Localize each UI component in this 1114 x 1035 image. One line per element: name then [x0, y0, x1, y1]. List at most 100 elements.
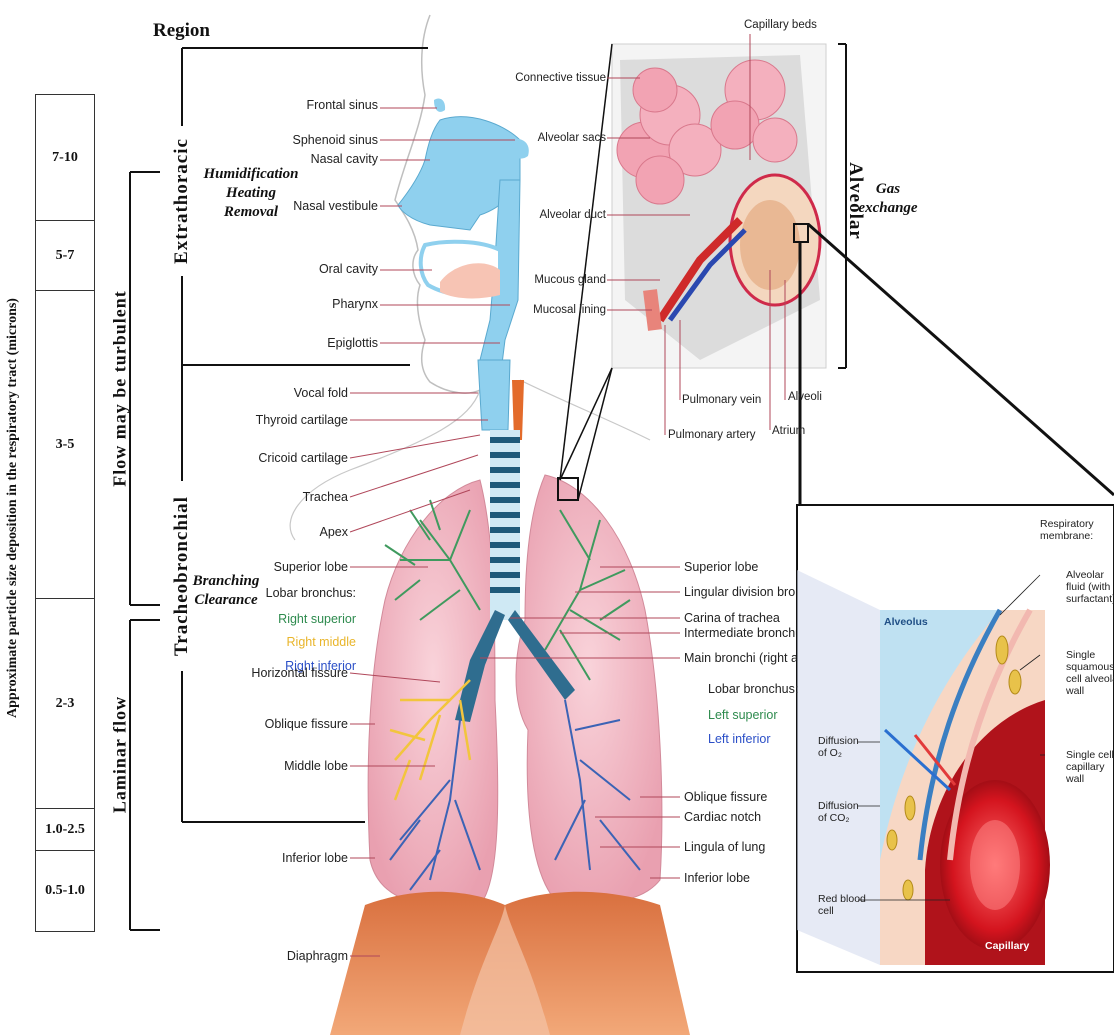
- function-branching: Branching: [186, 572, 266, 591]
- function-gas: Gas: [858, 180, 918, 199]
- label-nasal-vestibule: Nasal vestibule: [293, 199, 378, 213]
- alveolar-fluid-line-1: Alveolar: [1066, 569, 1114, 581]
- label-trachea: Trachea: [303, 490, 348, 504]
- label-apex: Apex: [320, 525, 349, 539]
- size-box-0.5-1: 0.5-1.0: [35, 850, 95, 932]
- capillary-wall-line-3: wall: [1066, 773, 1114, 785]
- label-capillary: Capillary: [985, 940, 1029, 952]
- size-box-3-5: 3-5: [35, 290, 95, 599]
- flow-laminar-label: Laminar flow: [110, 675, 131, 835]
- label-squamous-wall: Single squamous cell alveola wall: [1066, 649, 1114, 697]
- shoulder-outline: [520, 380, 650, 440]
- function-humidification: Humidification: [196, 165, 306, 184]
- label-thyroid-cartilage: Thyroid cartilage: [256, 413, 348, 427]
- label-oral-cavity: Oral cavity: [319, 262, 378, 276]
- label-diffusion-co2: Diffusion of CO₂: [818, 800, 859, 824]
- capillary-wall-line-1: Single cell: [1066, 749, 1114, 761]
- alveolar-fluid-line-3: surfactant): [1066, 593, 1114, 605]
- red-blood-cell-line-2: cell: [818, 905, 866, 917]
- label-frontal-sinus: Frontal sinus: [306, 98, 378, 112]
- label-pulmonary-vein: Pulmonary vein: [682, 393, 761, 407]
- function-tracheobronchial: Branching Clearance: [186, 572, 266, 610]
- frontal-sinus-shape: [434, 98, 445, 111]
- function-heating: Heating: [196, 184, 306, 203]
- label-superior-lobe-left: Superior lobe: [684, 560, 758, 574]
- region-extrathoracic: Extrathoracic: [171, 126, 193, 276]
- squamous-wall-line-2: squamous: [1066, 661, 1114, 673]
- function-exchange: exchange: [858, 199, 918, 218]
- label-mucosal-lining: Mucosal lining: [533, 303, 606, 317]
- squamous-wall-line-1: Single: [1066, 649, 1114, 661]
- diffusion-o2-line-1: Diffusion: [818, 735, 859, 747]
- function-extrathoracic: Humidification Heating Removal: [196, 165, 306, 222]
- label-intermediate-bronchus: Intermediate bronchus: [684, 626, 796, 640]
- squamous-wall-line-4: wall: [1066, 685, 1114, 697]
- function-removal: Removal: [196, 203, 306, 222]
- label-connective-tissue: Connective tissue: [515, 71, 606, 85]
- diffusion-o2-line-2: of O₂: [818, 747, 859, 759]
- label-left-inferior: Left inferior: [708, 732, 771, 746]
- squamous-wall-line-3: cell alveola: [1066, 673, 1114, 685]
- label-horizontal-fissure: Horizontal fissure: [251, 666, 348, 680]
- respiratory-membrane-line-1: Respiratory: [1040, 518, 1094, 530]
- capillary-wall-line-2: capillary: [1066, 761, 1114, 773]
- label-alveolar-duct: Alveolar duct: [540, 208, 606, 222]
- label-left-superior: Left superior: [708, 708, 777, 722]
- label-alveolus: Alveolus: [884, 616, 928, 628]
- label-alveolar-fluid: Alveolar fluid (with surfactant): [1066, 569, 1114, 605]
- label-respiratory-membrane: Respiratory membrane:: [1040, 518, 1094, 542]
- diffusion-co2-line-2: of CO₂: [818, 812, 859, 824]
- label-alveoli: Alveoli: [788, 390, 822, 404]
- left-lung-shape: [516, 475, 662, 903]
- label-lobar-bronchus-right: Lobar bronchus:: [266, 586, 356, 600]
- zoom-lines-2: [800, 224, 1114, 505]
- label-nasal-cavity: Nasal cavity: [311, 152, 378, 166]
- label-pulmonary-artery: Pulmonary artery: [668, 428, 756, 442]
- label-sphenoid-sinus: Sphenoid sinus: [293, 133, 378, 147]
- diffusion-co2-line-1: Diffusion: [818, 800, 859, 812]
- label-inferior-lobe-right: Inferior lobe: [282, 851, 348, 865]
- label-pharynx: Pharynx: [332, 297, 378, 311]
- label-vocal-fold: Vocal fold: [294, 386, 348, 400]
- label-atrium: Atrium: [772, 424, 805, 438]
- label-lobar-bronchus-left: Lobar bronchus:: [708, 682, 798, 696]
- label-diffusion-o2: Diffusion of O₂: [818, 735, 859, 759]
- size-box-1-2.5: 1.0-2.5: [35, 808, 95, 851]
- label-capillary-beds: Capillary beds: [744, 18, 817, 32]
- y-axis-title: Approximate particle size deposition in …: [5, 158, 21, 858]
- size-box-7-10: 7-10: [35, 94, 95, 221]
- function-clearance: Clearance: [186, 591, 266, 610]
- label-red-blood-cell: Red blood cell: [818, 893, 866, 917]
- label-cricoid-cartilage: Cricoid cartilage: [258, 451, 348, 465]
- label-middle-lobe: Middle lobe: [284, 759, 348, 773]
- size-box-5-7: 5-7: [35, 220, 95, 291]
- red-blood-cell-line-1: Red blood: [818, 893, 866, 905]
- label-right-middle: Right middle: [287, 635, 356, 649]
- label-main-bronchi: Main bronchi (right an: [684, 651, 796, 665]
- label-diaphragm: Diaphragm: [287, 949, 348, 963]
- label-superior-lobe-right: Superior lobe: [274, 560, 348, 574]
- label-lingula: Lingula of lung: [684, 840, 765, 854]
- respiratory-membrane-line-2: membrane:: [1040, 530, 1094, 542]
- flow-turbulent-label: Flow may be turbulent: [110, 259, 131, 519]
- alveolar-fluid-line-2: fluid (with: [1066, 581, 1114, 593]
- alveolar-inset: [612, 44, 826, 368]
- label-alveolar-sacs: Alveolar sacs: [538, 131, 606, 145]
- label-oblique-fissure-right: Oblique fissure: [265, 717, 348, 731]
- label-carina: Carina of trachea: [684, 611, 780, 625]
- size-box-2-3: 2-3: [35, 598, 95, 809]
- zoom-lines-1: [558, 44, 612, 500]
- label-right-superior: Right superior: [278, 612, 356, 626]
- label-inferior-lobe-left: Inferior lobe: [684, 871, 750, 885]
- region-title: Region: [153, 20, 210, 42]
- label-mucous-gland: Mucous gland: [534, 273, 606, 287]
- right-lung-shape: [368, 480, 498, 907]
- label-cardiac-notch: Cardiac notch: [684, 810, 761, 824]
- label-capillary-wall: Single cell capillary wall: [1066, 749, 1114, 785]
- label-epiglottis: Epiglottis: [327, 336, 378, 350]
- function-alveolar: Gas exchange: [858, 180, 918, 218]
- label-lingular-division: Lingular division bronc: [684, 585, 796, 599]
- trachea-rings: [490, 430, 520, 620]
- label-oblique-fissure-left: Oblique fissure: [684, 790, 767, 804]
